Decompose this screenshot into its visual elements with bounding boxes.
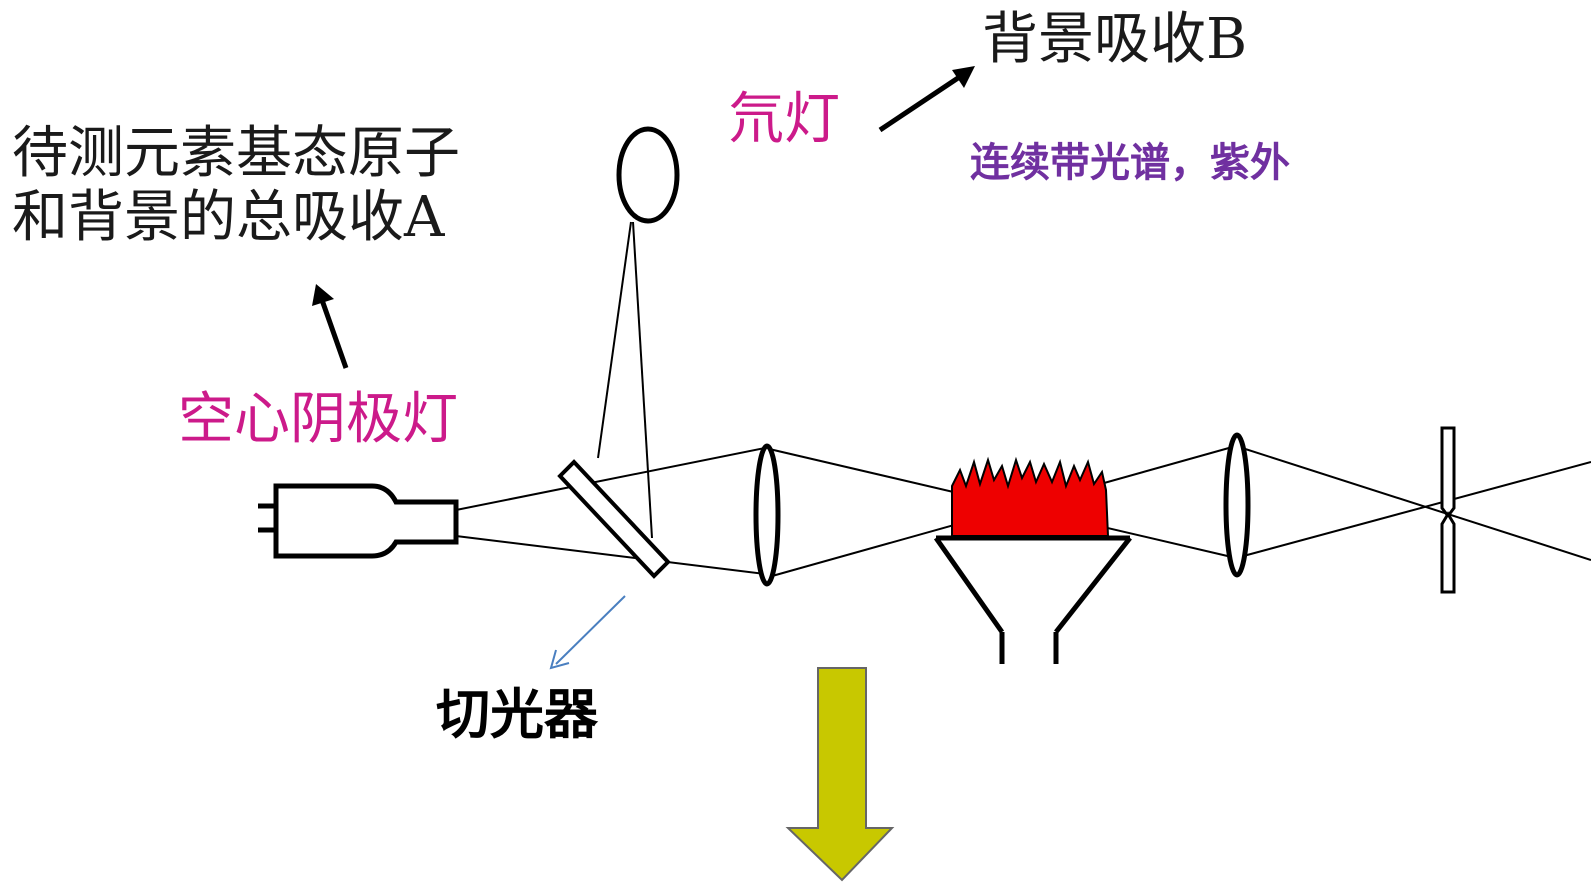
total-absorption-label: 待测元素基态原子 和背景的总吸收A: [12, 121, 460, 251]
arrow-to-total-absorption: [312, 284, 349, 369]
burner-icon: [933, 535, 1132, 664]
deuterium-lamp-icon: [616, 126, 680, 224]
background-absorption-label: 背景吸收B: [982, 7, 1248, 72]
lens-2-icon: [1223, 432, 1251, 578]
lens-1-icon: [753, 443, 781, 587]
total-absorption-line1: 待测元素基态原子: [12, 121, 460, 186]
hollow-cathode-lamp-icon: [258, 483, 459, 559]
deuterium-beam: [597, 221, 653, 539]
chopper-pointer: [549, 595, 626, 670]
flame-icon: [951, 456, 1110, 537]
down-arrow-icon: [785, 667, 895, 882]
chopper-label: 切光器: [436, 683, 598, 746]
slit-icon: [1440, 426, 1456, 594]
deuterium-lamp-label: 氘灯: [728, 87, 840, 152]
arrow-to-background-absorption: [878, 66, 975, 133]
chopper-icon: [557, 459, 671, 579]
total-absorption-line2: 和背景的总吸收A: [12, 185, 445, 251]
hollow-cathode-lamp-label: 空心阴极灯: [178, 387, 458, 452]
continuous-spectrum-label: 连续带光谱，紫外: [970, 140, 1290, 186]
